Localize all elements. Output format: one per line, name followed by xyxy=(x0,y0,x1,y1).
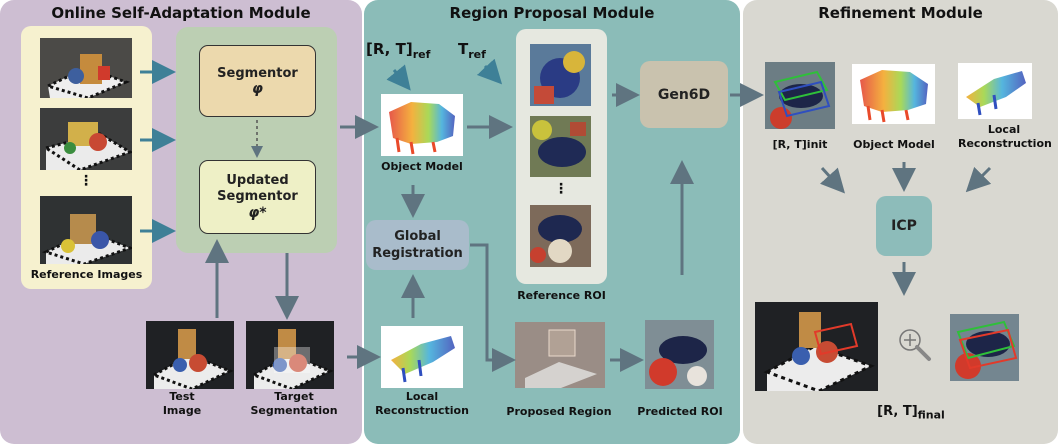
reference-images-label: Reference Images xyxy=(30,268,143,281)
reference-roi-image-3 xyxy=(530,205,591,267)
proposed-region-label: Proposed Region xyxy=(506,405,612,418)
zoom-magnifier-icon xyxy=(895,325,935,365)
arrow xyxy=(965,166,992,193)
arrow xyxy=(476,58,503,85)
final-pose-image xyxy=(755,302,878,391)
rt-final-label: [R, T]final xyxy=(877,404,945,422)
reference-roi-image-1 xyxy=(530,44,591,106)
segmentor-symbol: φ xyxy=(252,80,263,97)
test-image-label: Test Image xyxy=(162,390,202,417)
reference-roi-ellipsis: ⋮ xyxy=(554,181,568,197)
reference-roi-image-2 xyxy=(530,116,591,177)
segmentor-label: Segmentor xyxy=(217,189,298,204)
panel-title: Online Self-Adaptation Module xyxy=(51,4,311,22)
test-image xyxy=(146,321,234,389)
rt-ref-label: [R, T]ref xyxy=(366,40,431,62)
segmentor-box: Segmentor φ xyxy=(199,45,316,117)
refinement-object-model-label: Object Model xyxy=(853,138,935,151)
rt-init-image xyxy=(765,62,835,129)
updated-segmentor-box: Updated Segmentor φ* xyxy=(199,160,316,234)
reference-image-1 xyxy=(40,38,132,98)
icp-box: ICP xyxy=(876,196,932,256)
arrow xyxy=(820,166,846,194)
reference-image-3 xyxy=(40,196,132,264)
global-registration-label: Global Registration xyxy=(372,229,463,261)
refinement-object-model xyxy=(852,64,935,124)
predicted-roi-label: Predicted ROI xyxy=(637,405,723,418)
reference-roi-label: Reference ROI xyxy=(517,289,606,302)
segmentor-label: Segmentor xyxy=(217,65,298,81)
local-reconstruction-label: Local Reconstruction xyxy=(375,390,469,417)
gen6d-box: Gen6D xyxy=(640,61,728,128)
t-ref-label: Tref xyxy=(458,40,486,62)
arrow xyxy=(386,64,411,91)
refinement-local-reconstruction-label: Local Reconstruction xyxy=(958,123,1052,150)
final-zoom-image xyxy=(950,314,1019,381)
arrow xyxy=(470,243,516,372)
rt-init-label: [R, T]init xyxy=(772,138,828,151)
target-segmentation-label: Target Segmentation xyxy=(250,390,338,417)
predicted-roi-image xyxy=(645,320,714,389)
reference-image-2 xyxy=(40,108,132,170)
reference-ellipsis: ⋮ xyxy=(79,173,93,189)
panel-title: Refinement Module xyxy=(818,4,983,22)
updated-label: Updated xyxy=(226,173,289,188)
object-model-point-cloud xyxy=(381,94,463,156)
proposed-region-image xyxy=(515,322,605,388)
gen6d-label: Gen6D xyxy=(657,86,711,103)
icp-label: ICP xyxy=(891,218,917,234)
global-registration-box: Global Registration xyxy=(366,220,469,270)
updated-segmentor-symbol: φ* xyxy=(248,205,267,221)
panel-title: Region Proposal Module xyxy=(449,4,655,22)
object-model-label: Object Model xyxy=(381,160,463,173)
local-reconstruction-point-cloud xyxy=(381,326,463,388)
refinement-local-reconstruction xyxy=(958,63,1032,119)
target-segmentation-image xyxy=(246,321,334,389)
